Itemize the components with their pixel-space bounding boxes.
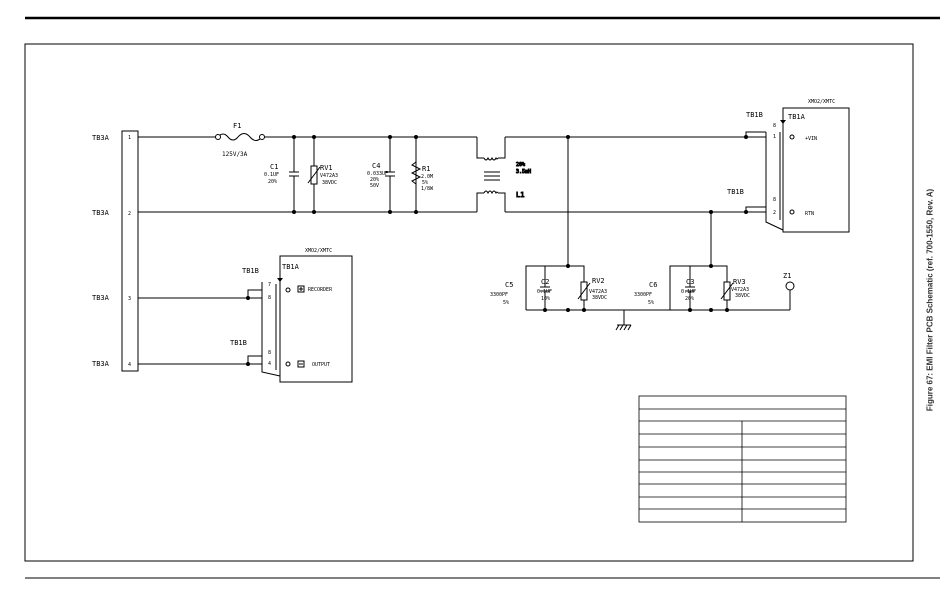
xmtr-left-pin-a-bot: 8 [268,350,271,356]
figure-caption-text: Figure 67: EMI Filter PCB Schematic (ref… [925,188,935,412]
xmtr-left-pin-a-top: 7 [268,282,271,288]
z1-ref: Z1 [783,272,791,280]
rv1-part: V472A3 [320,173,338,179]
tb3a-pin-1: 1 [128,135,131,141]
ground-symbol [615,324,632,331]
connector-z1: Z1 [783,272,795,291]
tb3a-pin-2: 2 [128,211,131,217]
l1-tol: 20% [516,162,525,168]
tb3a-label-2: TB3A [92,209,110,217]
xmtr-left-pin-b-bot: 4 [268,361,271,367]
c4-ref: C4 [372,162,380,170]
xmtr-left-recorder: RECORDER [308,287,333,293]
resistor-r1: R1 2.0M 5% 1/8W [410,161,434,192]
capacitor-c6: C6 3300PF 5% [634,281,657,306]
fuse-f1: F1 125V/3A [215,122,265,158]
xmtr-right-title: XMO2/XMTC [808,99,835,105]
tb3a-pin-3: 3 [128,296,131,302]
xmtr-right-pin-a-bot: 2 [773,210,776,216]
xmtr-right-tb1b-top: TB1B [746,111,763,119]
terminal-strip-tb3a: TB3A TB3A TB3A TB3A 1 2 3 4 [92,130,139,372]
xmtr-left-tb1b-top: TB1B [242,267,259,275]
r1-power: 1/8W [421,186,434,192]
rv1-rating: 38VDC [322,180,337,186]
c2-value: 0.1UF [537,289,552,295]
c5-value: 3300PF [490,292,508,298]
c1-rating: 20% [268,179,277,185]
xmtr-right-rtn: RTN [805,211,814,217]
c6-tol: 5% [648,300,654,306]
tb3a-label-1: TB3A [92,134,110,142]
c2-ref: C2 [541,278,549,286]
varistor-rv3: RV3 V472A3 38VDC [720,278,750,301]
r1-ref: R1 [422,165,430,173]
varistor-rv2: RV2 V472A3 38VDC [577,277,607,301]
xmtr-left-output: OUTPUT [312,362,330,368]
l1-ref: L1 [516,191,524,199]
xmtr-right-tb1b-bot: TB1B [727,188,744,196]
r1-tol: 5% [422,180,428,186]
xmtr-right-tb1a: TB1A [788,113,806,121]
varistor-rv1: RV1 V472A3 38VDC [307,164,338,186]
c4-volt: 50V [370,183,379,189]
capacitor-c5: C5 3300PF 5% [490,281,513,306]
xmtr-right-pin-a-top: 1 [773,134,776,140]
c3-value: 0.1UF [681,289,696,295]
revision-table [638,395,847,523]
rv2-ref: RV2 [592,277,605,285]
c5-tol: 5% [503,300,509,306]
fuse-f1-ref: F1 [233,122,241,130]
xmtr-right-vin: +VIN [805,136,817,142]
capacitor-c3: C3 0.1UF 20% [681,278,696,302]
c4-value: 0.033UF [367,171,388,177]
c4-tol: 20% [370,177,379,183]
c2-tol: 10% [541,296,550,302]
xmtr-right-pin-b-top: 8 [773,123,776,129]
xmtr-right-pin-b-bot: 8 [773,197,776,203]
rv3-ref: RV3 [733,278,746,286]
choke-l1: L1 20% 3.5mH [476,137,532,212]
c3-ref: C3 [686,278,694,286]
capacitor-c1: C1 0.1UF 20% [264,163,299,185]
c6-value: 3300PF [634,292,652,298]
capacitor-c2: C2 0.1UF 10% [537,278,552,302]
fuse-f1-rating: 125V/3A [222,151,248,158]
l1-value: 3.5mH [516,169,531,175]
capacitor-c4: C4 0.033UF 20% 50V [367,162,395,189]
rv1-ref: RV1 [320,164,333,172]
c1-ref: C1 [270,163,278,171]
rv2-rating: 38VDC [592,295,607,301]
xmtr-left-pin-b-top: 8 [268,295,271,301]
drawing-frame [24,43,914,562]
rv3-part: V472A3 [731,287,749,293]
r1-value: 2.0M [421,174,433,180]
wires [138,131,791,365]
tb3a-label-3: TB3A [92,294,110,302]
xmtr-left-tb1b-bot: TB1B [230,339,247,347]
c1-value: 0.1UF [264,172,279,178]
tb3a-label-4: TB3A [92,360,110,368]
transmitter-left: XMO2/XMTC TB1A TB1B TB1B 7 8 8 4 RECORDE… [230,248,353,383]
rv2-part: V472A3 [589,289,607,295]
xmtr-left-title: XMO2/XMTC [305,248,332,254]
transmitter-right: XMO2/XMTC TB1A TB1B TB1B 8 1 8 2 +VIN RT… [727,99,850,233]
c5-ref: C5 [505,281,513,289]
xmtr-left-tb1a: TB1A [282,263,300,271]
rv3-rating: 38VDC [735,293,750,299]
c3-tol: 20% [685,296,694,302]
tb3a-pin-4: 4 [128,362,131,368]
junction-dots [246,135,748,366]
c6-ref: C6 [649,281,657,289]
